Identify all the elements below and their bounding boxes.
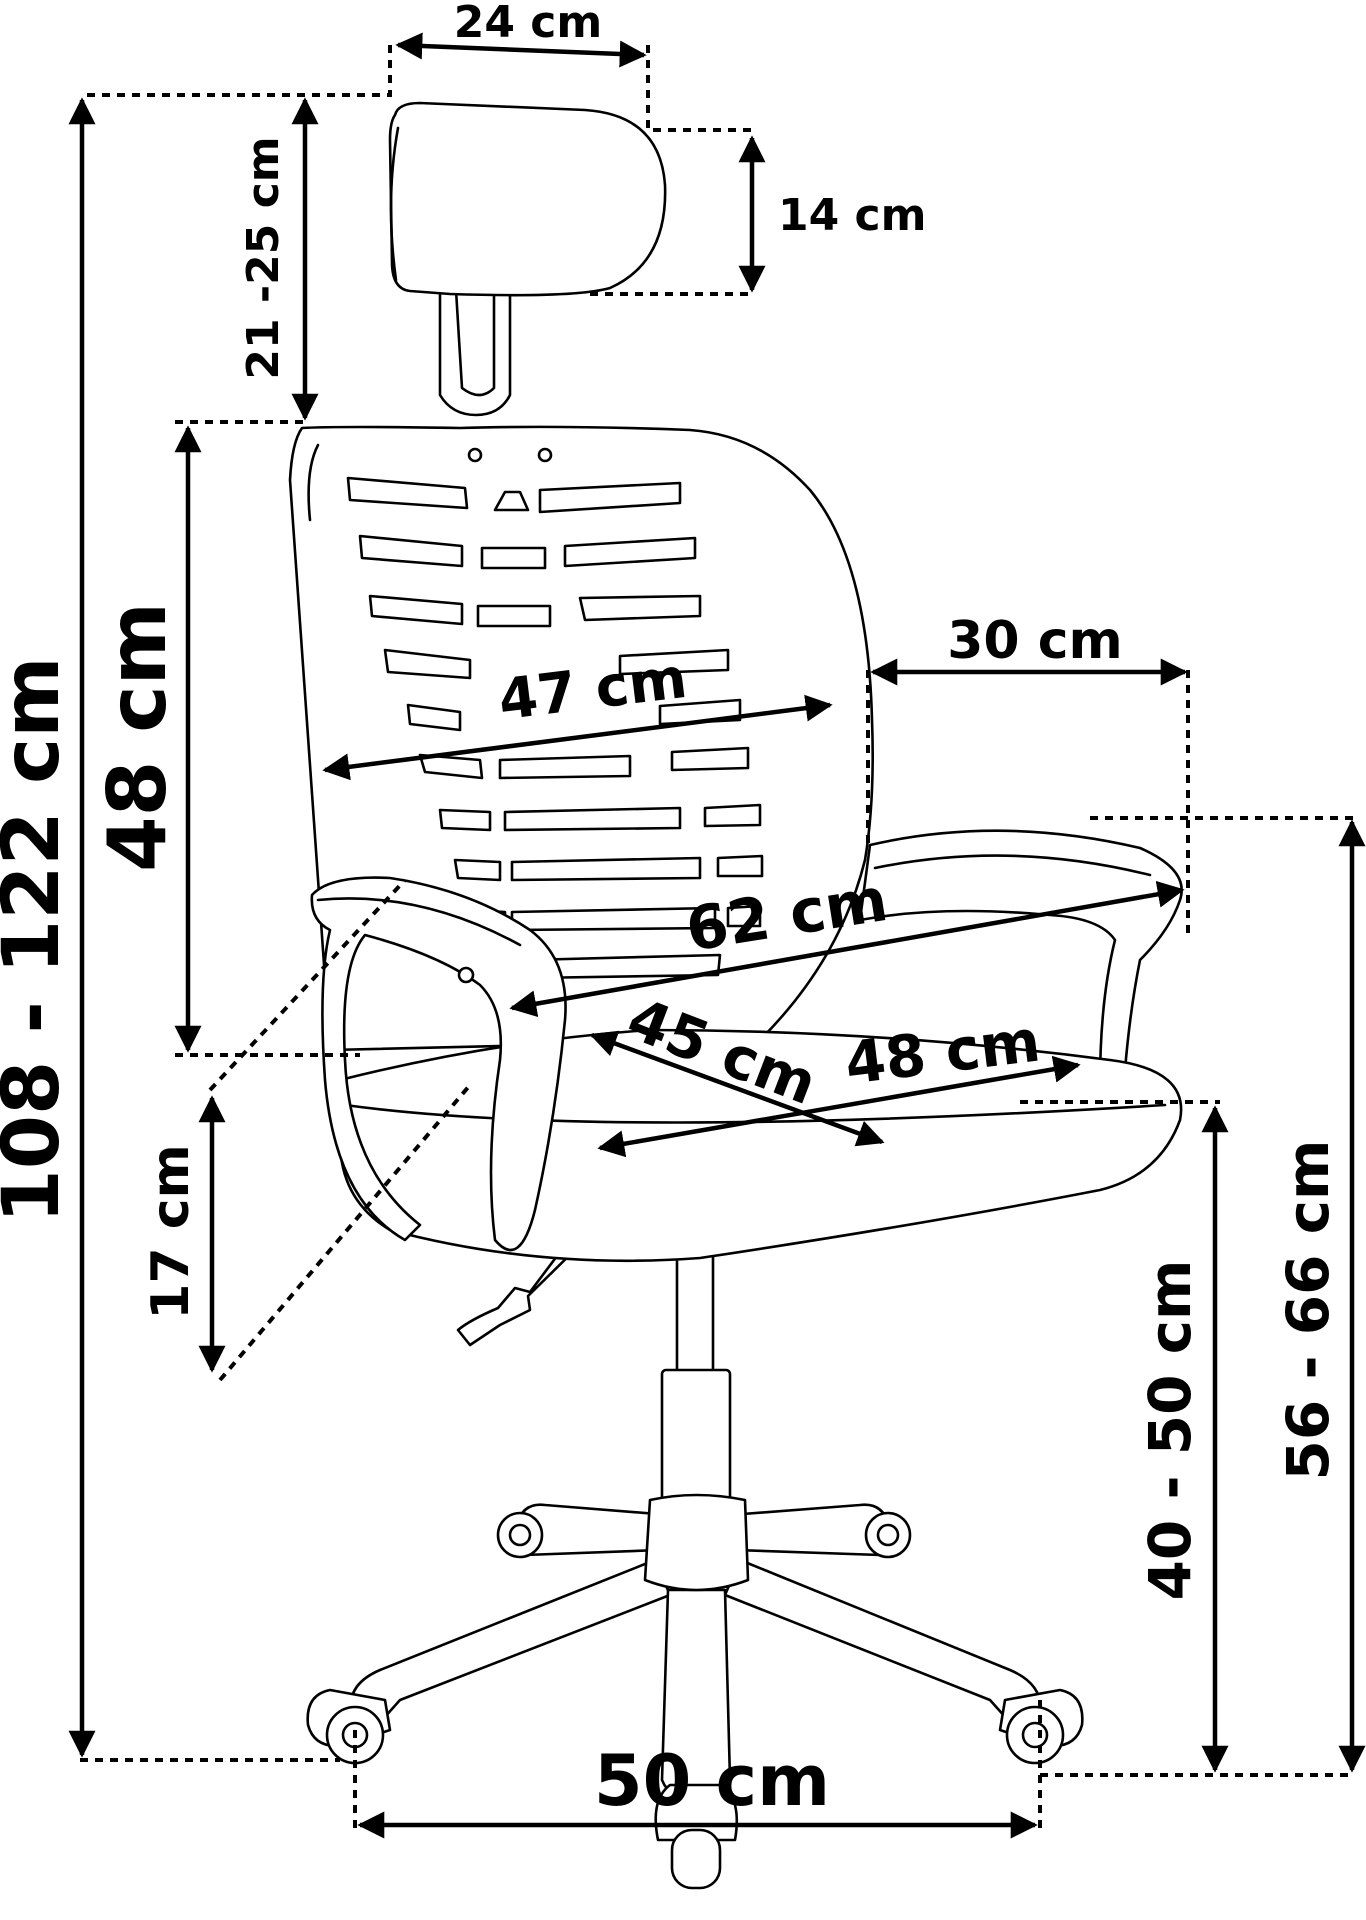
caster-left [306,1688,392,1765]
label-backrest-height: 48 cm [91,602,184,872]
base-leg-right [723,1558,1042,1730]
label-armrest-height: 56 - 66 cm [1274,1140,1342,1481]
armrest-bolt [457,966,475,984]
armrest-left-pad [316,897,522,947]
armrest-right-pad [873,854,1152,877]
label-base-width: 50 cm [594,1740,830,1822]
label-headrest-adjust: 21 -25 cm [238,136,289,379]
headrest-edge [389,126,400,282]
label-headrest-width: 24 cm [454,0,602,48]
label-total-height: 108 - 122 cm [0,657,77,1224]
arrow-headrest-width [395,32,647,68]
arrow-backrest-width [322,694,833,781]
headrest-screw-left [467,447,483,463]
gas-cylinder [675,1253,715,1377]
headrest-post [438,288,512,417]
label-seat-thickness: 17 cm [141,1144,201,1319]
dimension-labels: 24 cm 14 cm 21 -25 cm 48 cm 108 - 122 cm… [0,0,1342,1822]
backrest-inner-edge [307,443,320,522]
label-seat-height: 40 - 50 cm [1136,1260,1204,1601]
caster-back-left [496,1511,544,1559]
base-hub [643,1493,750,1592]
caster-right [998,1688,1084,1765]
headrest [388,101,667,297]
dimension-arrows [68,32,1366,1839]
base-leg-left [349,1558,672,1730]
arrow-seat-width [597,1055,1081,1158]
label-armrest-depth: 30 cm [947,611,1122,671]
label-headrest-height: 14 cm [778,190,926,241]
height-lever [456,1230,587,1347]
arrow-total-width [509,880,1185,1018]
gas-cylinder-sleeve [660,1368,732,1512]
caster-back-right [864,1511,912,1559]
chair-illustration [288,101,1183,1890]
headrest-screw-right [537,447,553,463]
